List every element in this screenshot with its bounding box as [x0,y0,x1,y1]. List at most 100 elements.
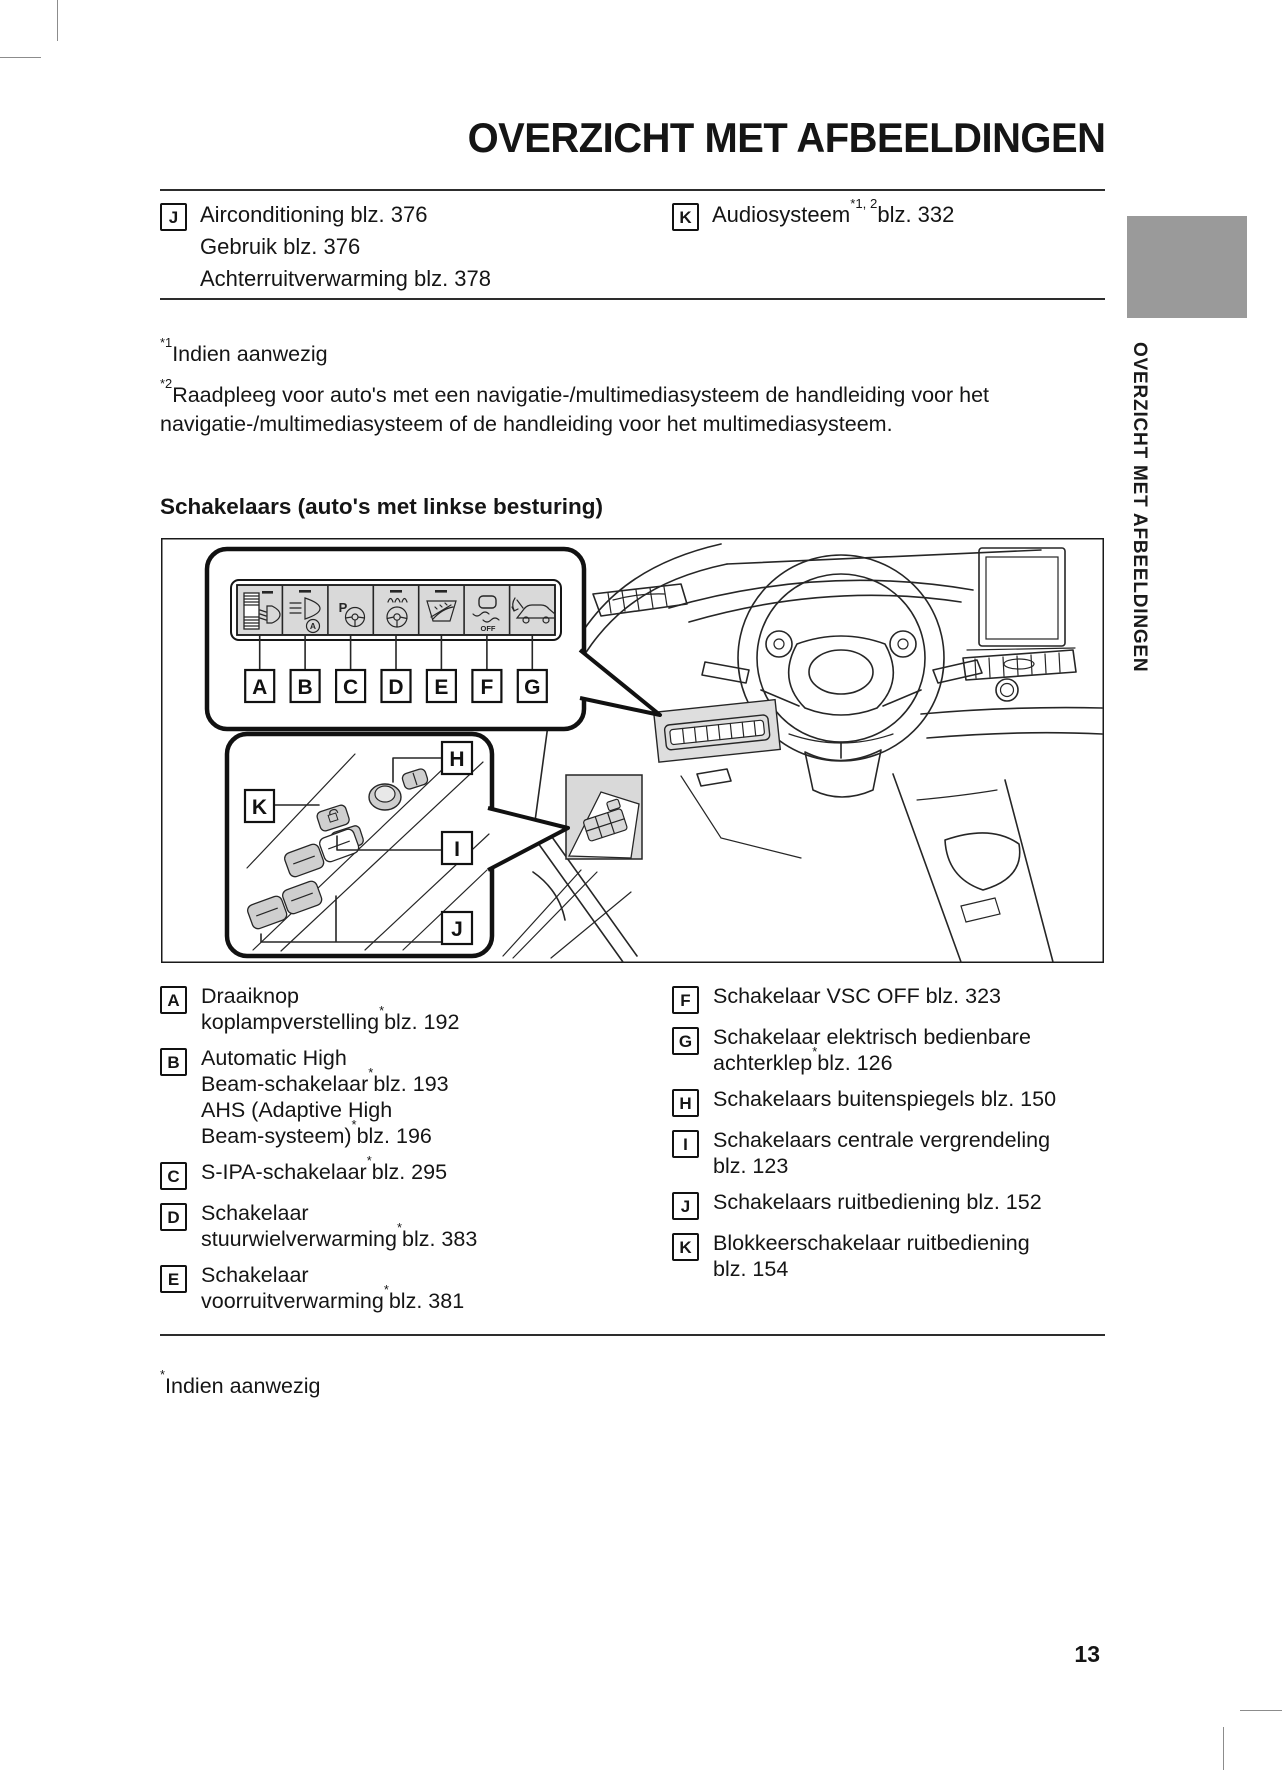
crop-mark [1240,1710,1282,1711]
text-run: achterklep [713,1051,813,1075]
top-legend-line: Audiosysteem*1, 2blz. 332 [712,197,955,231]
svg-text:A: A [252,676,267,699]
legend-line: Schakelaar [201,1200,477,1226]
vsc-off-icon: OFF [472,595,500,633]
legend-key-f: F [672,986,699,1014]
svg-text:F: F [480,676,493,699]
text-run: Indien aanwezig [165,1374,321,1398]
footnote-bottom: *Indien aanwezig [160,1368,321,1399]
legend-key-k: K [672,203,699,231]
legend-line: achterklep*blz. 126 [713,1045,1031,1076]
text-run: Gebruik blz. 376 [200,234,361,259]
text-run: AHS (Adaptive High [201,1098,393,1122]
legend-line: AHS (Adaptive High [201,1097,449,1123]
divider [160,298,1105,300]
chapter-vertical-label: OVERZICHT MET AFBEELDINGEN [1129,342,1150,673]
text-run: Audiosysteem [712,202,851,227]
legend-key-g: G [672,1027,699,1055]
car-interior-sketch [502,543,1103,963]
text-run: Indien aanwezig [172,342,328,366]
windshield-wiper-deicer-icon [426,600,457,622]
superscript: * [379,1003,385,1019]
legend-line: Draaiknop [201,983,459,1009]
panel-label-boxes: A B C D E F G [244,668,548,704]
legend-line: Schakelaar [201,1262,464,1288]
svg-text:J: J [451,918,463,941]
crop-mark [57,0,58,41]
superscript: * [383,1282,389,1298]
legend-key-h: H [672,1089,699,1117]
chapter-tab [1127,216,1247,318]
mirror-control-knob-icon [368,768,429,811]
text-run: Schakelaars centrale vergrendeling [713,1128,1051,1152]
legend-line: koplampverstelling*blz. 192 [201,1004,460,1035]
svg-text:A: A [310,621,316,631]
footnote-line: *1Indien aanwezig [160,336,328,369]
text-run: blz. 196 [356,1124,432,1148]
text-run: Schakelaar VSC OFF blz. 323 [713,984,1001,1008]
text-run: blz. 154 [713,1257,789,1281]
panel-label-leaders [258,634,534,671]
text-run: blz. 332 [877,202,955,227]
legend-key-e: E [160,1265,187,1293]
legend-key-j: J [672,1192,699,1220]
svg-text:H: H [449,748,464,771]
text-run: Draaiknop [201,984,299,1008]
callout-door-switches: H K I J [224,731,570,959]
legend-item-h: H Schakelaars buitenspiegels blz. 150 [672,1086,1112,1117]
legend-line: Automatic High [201,1045,449,1071]
legend-item-j: J Schakelaars ruitbediening blz. 152 [672,1189,1112,1220]
footnote-line: navigatie-/multimediasysteem of de handl… [160,410,989,439]
legend-line: blz. 123 [713,1153,1050,1179]
legend-line: voorruitverwarming*blz. 381 [201,1283,464,1314]
legend-item-c: C S-IPA-schakelaar*blz. 295 [160,1154,640,1190]
window-switches-icon [247,828,360,930]
text-run: blz. 126 [817,1051,893,1075]
legend-text: S-IPA-schakelaar*blz. 295 [201,1154,447,1185]
svg-text:K: K [252,796,267,819]
legend-key-k: K [672,1233,699,1261]
text-run: blz. 123 [713,1154,789,1178]
legend-line: Blokkeerschakelaar ruitbediening [713,1230,1030,1256]
crop-mark [1223,1727,1224,1770]
text-run: Raadpleeg voor auto's met een navigatie-… [172,383,989,407]
legend-key-j: J [160,203,187,231]
legend-key-c: C [160,1162,187,1190]
svg-text:OFF: OFF [481,624,496,633]
text-run: blz. 192 [384,1010,460,1034]
text-run: blz. 193 [373,1072,449,1096]
top-legend-text: Audiosysteem*1, 2blz. 332 [712,197,955,231]
legend-line: Beam-schakelaar*blz. 193 [201,1066,449,1097]
text-run: navigatie-/multimediasysteem of de handl… [160,412,893,436]
text-run: stuurwielverwarming [201,1227,397,1251]
legend-key-d: D [160,1203,187,1231]
crop-mark [0,57,41,58]
text-run: Beam-systeem) [201,1124,352,1148]
legend-line: Schakelaars ruitbediening blz. 152 [713,1189,1042,1215]
section-heading: Schakelaars (auto's met linkse besturing… [160,493,604,519]
legend-key-i: I [672,1130,699,1158]
text-run: voorruitverwarming [201,1289,384,1313]
legend-text: Schakelaars buitenspiegels blz. 150 [713,1086,1056,1112]
top-legend-line: Gebruik blz. 376 [200,231,491,263]
automatic-high-beam-icon: A [289,597,321,634]
text-run: Schakelaars ruitbediening blz. 152 [713,1190,1042,1214]
footnote-2: *2Raadpleeg voor auto's met een navigati… [160,377,989,439]
top-legend-item-k: K Audiosysteem*1, 2blz. 332 [672,197,954,231]
text-run: blz. 383 [401,1227,478,1251]
parking-assist-icon: P [339,600,366,628]
superscript: * [160,1367,166,1383]
legend-line: Schakelaar elektrisch bedienbare [713,1024,1031,1050]
text-run: Schakelaar [201,1263,309,1287]
footnote-1: *1Indien aanwezig [160,336,328,369]
text-run: Achterruitverwarming blz. 378 [200,266,492,291]
